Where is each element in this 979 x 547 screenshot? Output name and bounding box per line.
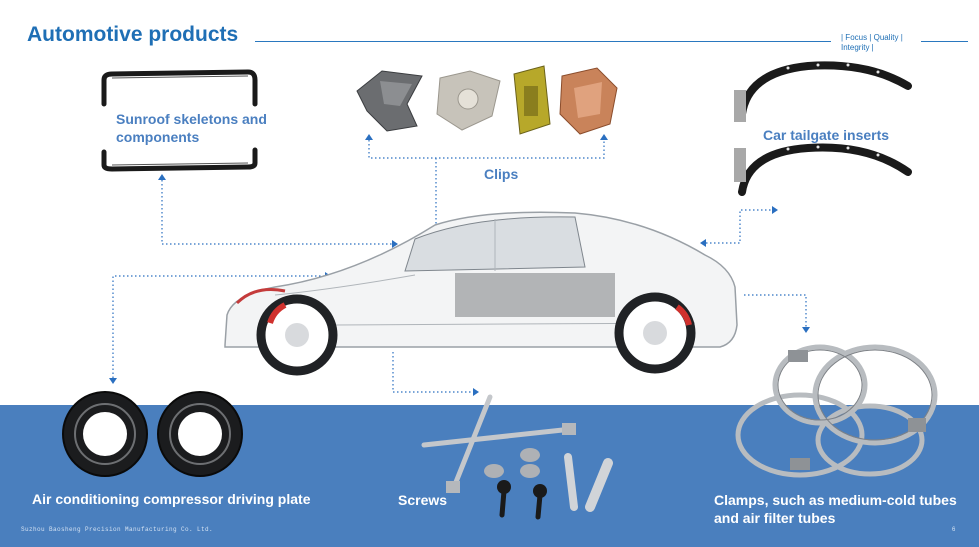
label-screws: Screws [398, 492, 448, 508]
label-clamps: Clamps, such as medium-cold tubes and ai… [714, 492, 957, 526]
page-title: Automotive products [27, 23, 239, 46]
company-tagline: | Focus | Quality | Integrity | [841, 33, 903, 52]
label-compressor: Air conditioning compressor driving plat… [32, 491, 311, 507]
tagline-divider [921, 41, 968, 42]
sunroof-frame-image [101, 69, 258, 172]
label-tailgate: Car tailgate inserts [763, 127, 890, 143]
clips-image [356, 65, 618, 135]
hose-clamps-image [735, 344, 938, 478]
car-image [224, 211, 738, 376]
screws-image [421, 394, 613, 520]
footer-company: Suzhou Baosheng Precision Manufacturing … [21, 526, 214, 533]
title-divider [255, 41, 831, 42]
page-number: 6 [952, 527, 956, 533]
label-clips: Clips [484, 166, 519, 182]
compressor-plate-image [62, 391, 243, 477]
tailgate-inserts-image [734, 61, 912, 196]
label-sunroof: Sunroof skeletons and components [116, 111, 267, 145]
